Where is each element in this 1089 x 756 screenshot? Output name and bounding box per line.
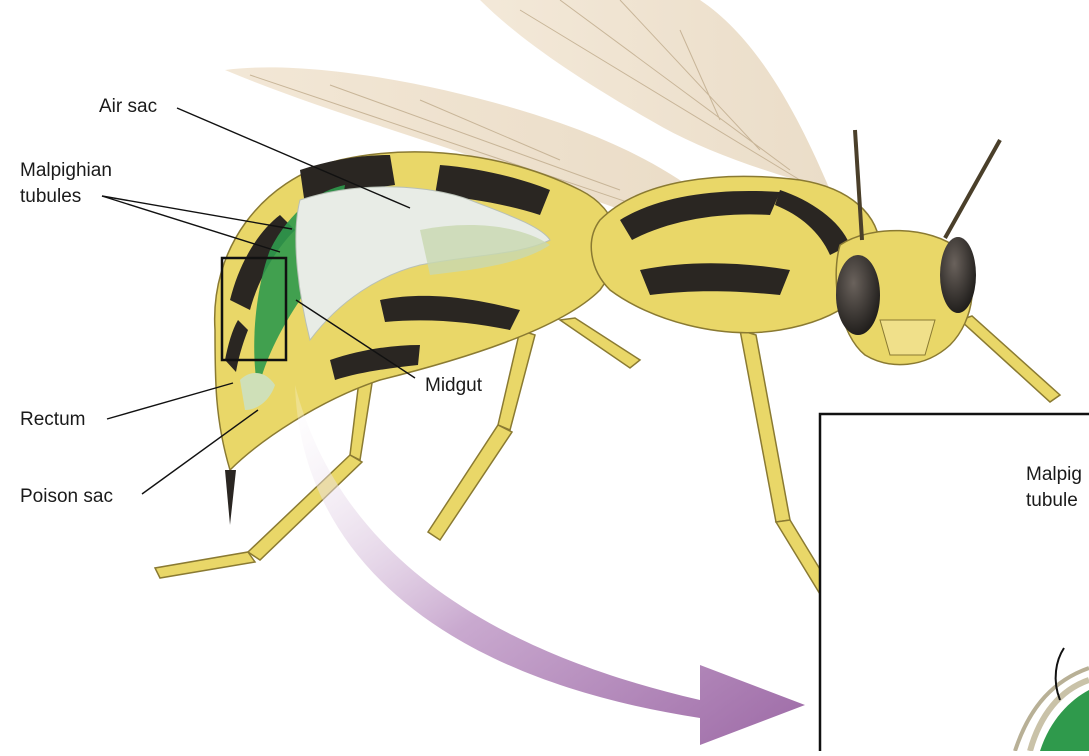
inset-label-line2: tubule (1026, 488, 1078, 514)
label-malpighian-line2: tubules (20, 185, 81, 209)
curved-arrow-icon (295, 385, 805, 745)
leader-rectum (107, 383, 233, 419)
label-air-sac: Air sac (99, 95, 157, 119)
thorax (591, 176, 880, 332)
inset-label-line1: Malpig (1026, 462, 1082, 488)
label-rectum: Rectum (20, 408, 85, 432)
label-midgut: Midgut (425, 374, 482, 398)
label-poison-sac: Poison sac (20, 485, 113, 509)
label-malpighian-line1: Malpighian (20, 159, 112, 183)
